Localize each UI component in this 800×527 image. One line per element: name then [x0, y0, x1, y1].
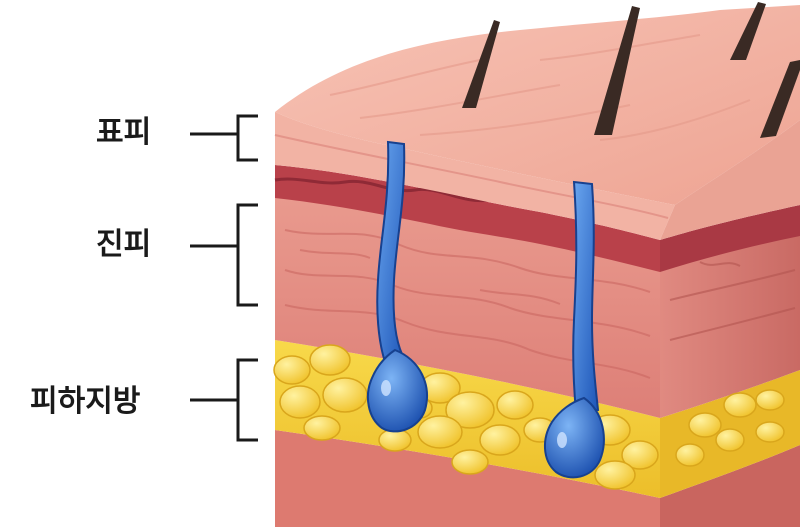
sweat-gland-right-duct: [572, 180, 600, 414]
label-brackets: [190, 114, 258, 442]
dermis-bracket: [236, 203, 258, 307]
epidermis-label: 표피: [96, 115, 152, 150]
dermis-band-front: [275, 165, 660, 272]
sweat-gland-left-bulb: [366, 348, 428, 433]
hair-3: [730, 2, 766, 60]
base-layer-side: [660, 445, 800, 527]
base-layer-front: [275, 430, 660, 527]
dermis-label: 진피: [96, 227, 152, 262]
sweat-gland-right-bulb: [544, 396, 605, 479]
hair-1: [462, 20, 500, 108]
skin-top-surface: [275, 5, 800, 205]
epidermis-stratum-line: [274, 134, 669, 219]
hair-2: [594, 6, 640, 135]
side-fibers: [669, 261, 796, 341]
hypodermis-bracket: [236, 358, 258, 442]
epidermis-bracket: [236, 114, 258, 162]
sweat-gland-right: [544, 180, 605, 479]
dermis-band-side: [660, 205, 800, 272]
sweat-gland-left: [366, 140, 428, 433]
dermis-fibers: [284, 229, 651, 379]
dermis-layer-front: [275, 195, 660, 418]
skin-top-texture: [329, 34, 751, 141]
hypodermis-label: 피하지방: [30, 384, 141, 419]
dermis-layer-side: [660, 228, 800, 418]
hair-strands: [462, 2, 800, 138]
epidermis-layer-side: [660, 120, 800, 240]
hair-4: [760, 60, 800, 138]
fat-cells: [273, 344, 785, 490]
